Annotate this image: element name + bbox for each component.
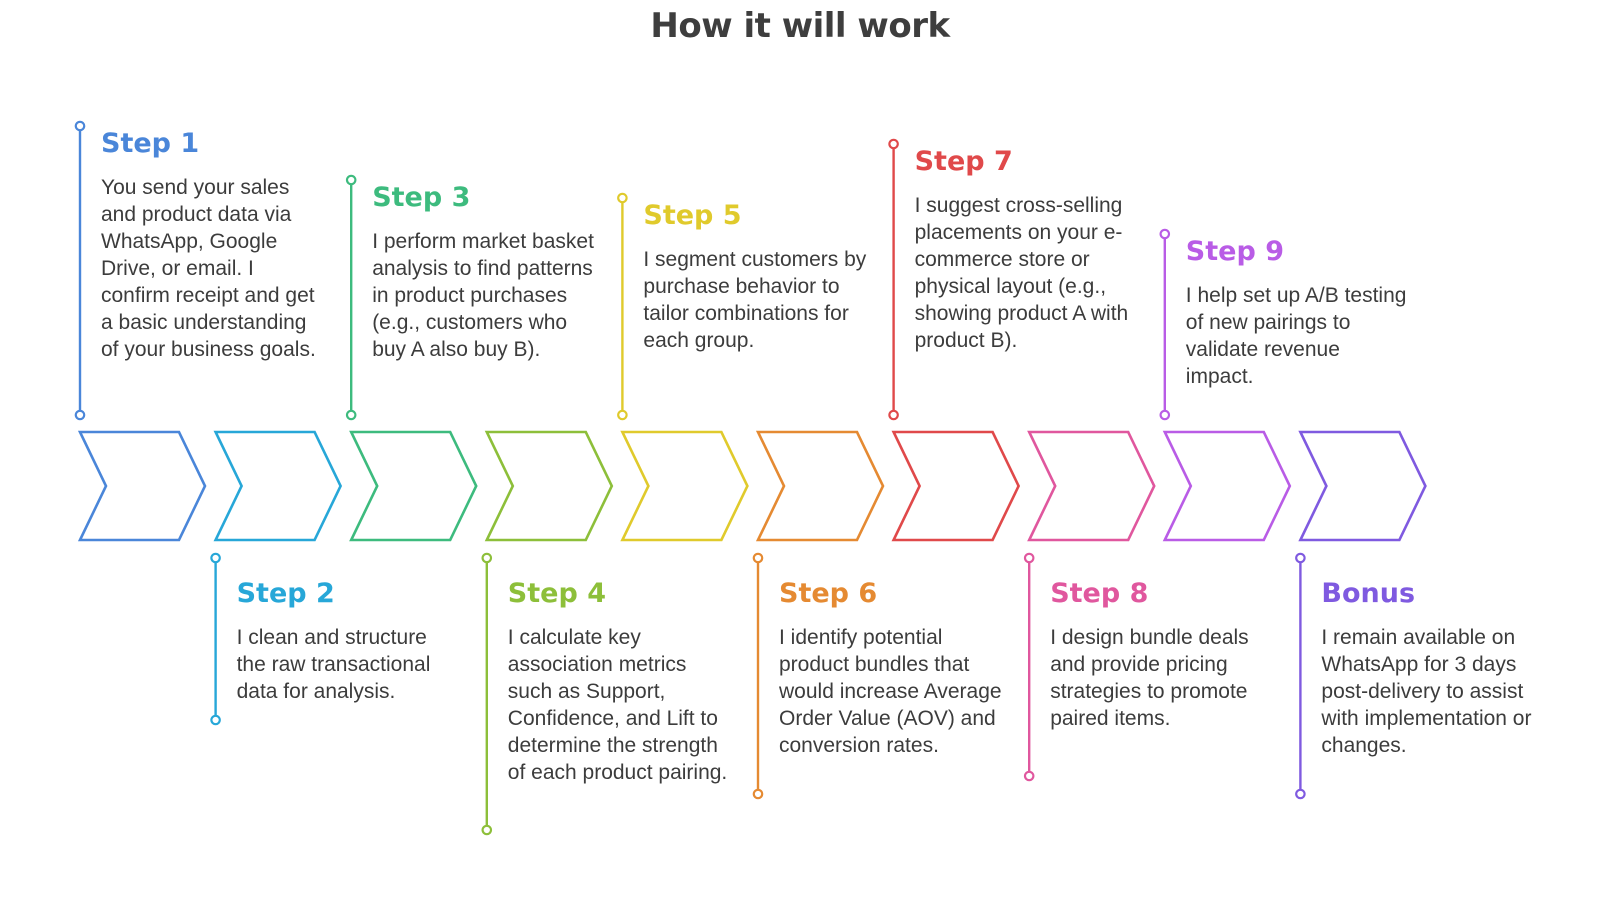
step-block-step-7: Step 7 I suggest cross-selling placements…: [915, 146, 1140, 354]
chevron-step-8: [1027, 430, 1156, 542]
step-title-step-5: Step 5: [643, 200, 742, 231]
connector-dot-top-step-4: [481, 552, 493, 564]
page-title: How it will work: [650, 6, 950, 46]
step-block-step-8: Step 8 I design bundle deals and provide …: [1050, 578, 1275, 732]
connector-dot-bottom-step-6: [752, 788, 764, 800]
step-title-step-8: Step 8: [1050, 578, 1149, 609]
step-title-step-2: Step 2: [236, 578, 335, 609]
connector-dot-bottom-step-9: [1159, 409, 1171, 421]
connector-dot-top-step-6: [752, 552, 764, 564]
chevron-step-9: [1162, 430, 1292, 542]
chevron-step-7: [891, 430, 1021, 542]
connector-dot-top-step-7: [888, 138, 899, 150]
step-block-bonus: Bonus I remain available on WhatsApp for …: [1321, 578, 1546, 759]
connector-dot-top-step-2: [210, 552, 221, 564]
connector-dot-bottom-step-7: [888, 409, 899, 421]
step-description-step-6: I identify potential product bundles tha…: [779, 626, 1002, 757]
chevron-step-6: [755, 430, 885, 542]
chevron-bonus: [1298, 430, 1427, 542]
connector-dot-bottom-bonus: [1295, 788, 1306, 800]
connector-dot-top-step-3: [345, 174, 357, 186]
step-block-step-9: Step 9 I help set up A/B testing of new p…: [1186, 236, 1411, 390]
connector-dot-top-step-5: [617, 192, 628, 204]
step-title-step-1: Step 1: [101, 128, 200, 159]
step-description-bonus: I remain available on WhatsApp for 3 day…: [1321, 626, 1532, 757]
step-description-step-9: I help set up A/B testing of new pairing…: [1185, 284, 1407, 388]
step-title-step-7: Step 7: [914, 146, 1013, 177]
step-block-step-6: Step 6 I identify potential product bundl…: [779, 578, 1004, 759]
chevron-step-3: [349, 430, 478, 542]
connector-dot-bottom-step-5: [617, 409, 628, 421]
chevron-step-2: [213, 430, 343, 542]
step-description-step-3: I perform market basket analysis to find…: [372, 230, 594, 361]
step-description-step-8: I design bundle deals and provide pricin…: [1050, 626, 1249, 730]
step-description-step-4: I calculate key association metrics such…: [507, 626, 728, 784]
step-description-step-7: I suggest cross-selling placements on yo…: [914, 194, 1129, 352]
step-description-step-1: You send your sales and product data via…: [101, 176, 316, 361]
step-title-bonus: Bonus: [1321, 578, 1416, 609]
connector-dot-bottom-step-4: [481, 824, 493, 836]
step-description-step-5: I segment customers by purchase behavior…: [643, 248, 867, 352]
chevron-step-4: [484, 430, 614, 542]
connector-dot-bottom-step-3: [345, 409, 357, 421]
step-block-step-4: Step 4 I calculate key association metric…: [508, 578, 733, 786]
connector-dot-top-step-1: [74, 120, 86, 132]
connector-dot-bottom-step-1: [74, 409, 86, 421]
step-title-step-9: Step 9: [1185, 236, 1284, 267]
connector-dot-top-step-8: [1023, 552, 1035, 564]
step-block-step-5: Step 5 I segment customers by purchase be…: [643, 200, 868, 354]
connector-dot-top-step-9: [1159, 228, 1171, 240]
step-title-step-3: Step 3: [372, 182, 471, 213]
chevron-step-1: [77, 430, 207, 542]
step-block-step-3: Step 3 I perform market basket analysis t…: [372, 182, 597, 363]
connector-dot-top-bonus: [1295, 552, 1306, 564]
step-block-step-1: Step 1 You send your sales and product da…: [101, 128, 326, 363]
step-block-step-2: Step 2 I clean and structure the raw tran…: [237, 578, 462, 705]
step-title-step-4: Step 4: [507, 578, 606, 609]
step-description-step-2: I clean and structure the raw transactio…: [236, 626, 431, 703]
chevron-step-5: [620, 430, 749, 542]
connector-dot-bottom-step-2: [210, 714, 221, 726]
step-title-step-6: Step 6: [779, 578, 878, 609]
connector-dot-bottom-step-8: [1023, 770, 1035, 782]
